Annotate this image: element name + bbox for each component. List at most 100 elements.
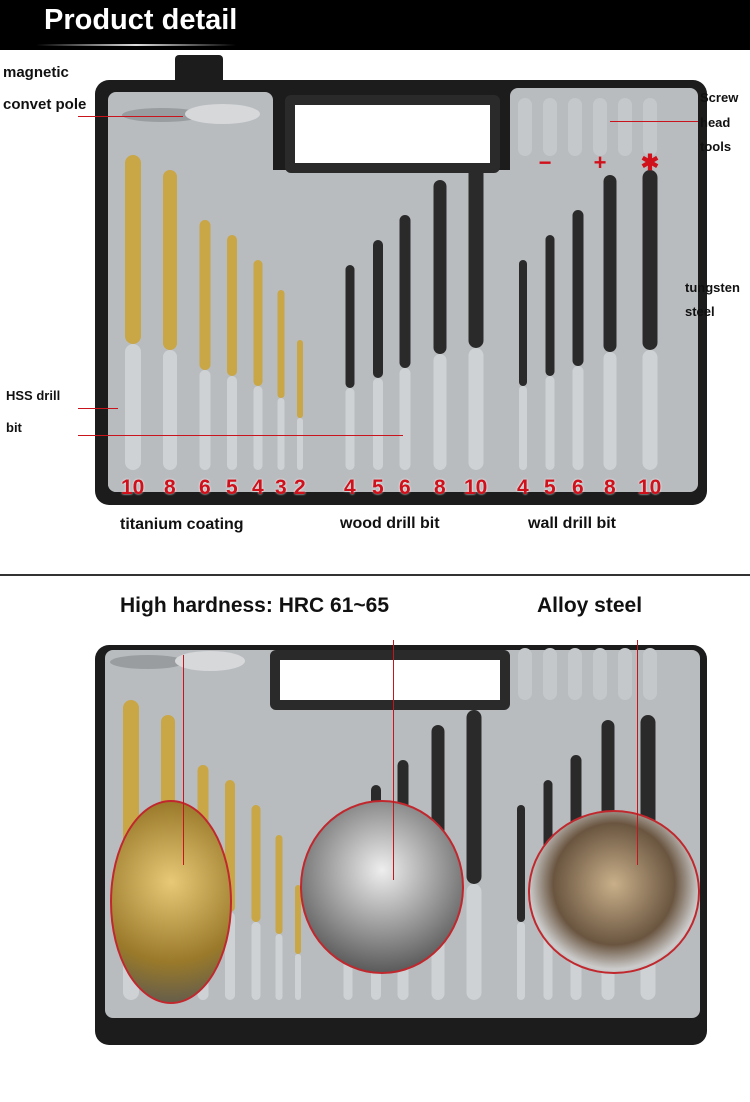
screw-type-symbol: − bbox=[539, 150, 552, 175]
size-number: 4 bbox=[252, 476, 264, 499]
label-tools: tools bbox=[700, 139, 732, 154]
drill-bit-flute bbox=[297, 340, 303, 418]
size-number: 4 bbox=[344, 476, 356, 499]
drill-bit-shank bbox=[433, 354, 447, 470]
size-number: 6 bbox=[399, 476, 411, 499]
label-alloy-steel: Alloy steel bbox=[537, 594, 643, 617]
pointer-line bbox=[78, 116, 183, 117]
drill-bit-shank bbox=[297, 418, 303, 470]
screw-type-symbol: + bbox=[594, 150, 607, 175]
drill-bit-shank bbox=[603, 352, 617, 470]
label-magnetic: magnetic bbox=[3, 64, 69, 81]
drill-bit-flute bbox=[163, 170, 177, 350]
page-title: Product detail bbox=[44, 4, 238, 36]
drill-bit-flute bbox=[603, 175, 617, 352]
label-screw: Screw bbox=[700, 90, 739, 105]
drill-bit-flute bbox=[275, 835, 283, 934]
label-wall-drill-bit: wall drill bit bbox=[528, 515, 617, 532]
label-head: head bbox=[700, 115, 731, 130]
title-underline bbox=[36, 44, 236, 46]
screw-bit bbox=[568, 648, 582, 700]
size-number: 3 bbox=[275, 476, 287, 499]
drill-bit-shank bbox=[125, 344, 141, 470]
drill-bit-shank bbox=[468, 348, 484, 470]
drill-bit-shank bbox=[163, 350, 177, 470]
size-number: 10 bbox=[638, 476, 662, 499]
drill-bit-flute bbox=[125, 155, 141, 344]
size-number: 8 bbox=[604, 476, 616, 499]
size-number: 5 bbox=[226, 476, 238, 499]
drill-bit-flute bbox=[517, 805, 525, 922]
pointer-line bbox=[610, 121, 698, 122]
label-steel: steel bbox=[685, 304, 715, 319]
size-number: 8 bbox=[434, 476, 446, 499]
drill-bit-flute bbox=[373, 240, 383, 378]
size-number: 8 bbox=[164, 476, 176, 499]
drill-bit-flute bbox=[466, 710, 482, 884]
drill-bit-shank bbox=[345, 388, 355, 470]
screw-bit bbox=[643, 98, 657, 156]
drill-bit-flute bbox=[227, 235, 237, 376]
magnetic-pole bbox=[110, 655, 185, 669]
label-wood-drill-bit: wood drill bit bbox=[340, 515, 440, 532]
screw-bit bbox=[618, 648, 632, 700]
zoom-circle-wood bbox=[300, 800, 464, 974]
pointer-line bbox=[637, 640, 638, 865]
drill-bit-flute bbox=[295, 885, 301, 954]
label-hss-drill: HSS drill bbox=[6, 388, 61, 403]
magnetic-pole-sleeve bbox=[175, 651, 245, 671]
size-number: 5 bbox=[544, 476, 556, 499]
drill-bit-shank bbox=[572, 366, 584, 470]
drill-bit-shank bbox=[399, 368, 411, 470]
drill-bit-flute bbox=[277, 290, 285, 398]
drill-bit-shank bbox=[199, 370, 211, 470]
screw-bit bbox=[543, 98, 557, 156]
drill-bit-flute bbox=[468, 165, 484, 348]
case-latch bbox=[175, 55, 223, 95]
drill-bit-shank bbox=[227, 376, 237, 470]
drill-bit-shank bbox=[253, 386, 263, 470]
case-window bbox=[285, 95, 500, 173]
screw-type-symbol: ✱ bbox=[641, 150, 659, 175]
label-tungsten: tungsten bbox=[685, 280, 740, 295]
header-bar: Product detail bbox=[0, 0, 750, 50]
pointer-line bbox=[183, 655, 184, 865]
label-titanium-coating: titanium coating bbox=[120, 516, 244, 533]
drill-bit-shank bbox=[373, 378, 383, 470]
drill-bit-shank bbox=[642, 350, 658, 470]
drill-bit-flute bbox=[345, 265, 355, 388]
drill-bit-shank bbox=[466, 884, 482, 1000]
screw-bit bbox=[618, 98, 632, 156]
drill-bit-shank bbox=[545, 376, 555, 470]
drill-bit-flute bbox=[253, 260, 263, 386]
drill-bit-shank bbox=[251, 922, 261, 1000]
screw-bit bbox=[643, 648, 657, 700]
pointer-line bbox=[393, 640, 394, 880]
size-number: 10 bbox=[121, 476, 145, 499]
size-number: 6 bbox=[199, 476, 211, 499]
drill-bit-flute bbox=[642, 170, 658, 350]
pointer-line bbox=[78, 408, 118, 409]
label-high-hardness: High hardness: HRC 61~65 bbox=[120, 594, 390, 617]
zoom-circle-titanium bbox=[110, 800, 232, 1004]
screw-bit bbox=[568, 98, 582, 156]
size-number: 5 bbox=[372, 476, 384, 499]
screw-bit bbox=[543, 648, 557, 700]
drill-bit-shank bbox=[275, 934, 283, 1000]
drill-bit-flute bbox=[545, 235, 555, 376]
drill-bit-flute bbox=[199, 220, 211, 370]
screw-bit bbox=[518, 648, 532, 700]
screw-bit bbox=[593, 648, 607, 700]
size-number: 10 bbox=[464, 476, 488, 499]
size-number: 2 bbox=[294, 476, 306, 499]
drill-bit-flute bbox=[399, 215, 411, 368]
section-divider bbox=[0, 574, 750, 576]
case-window-bottom bbox=[270, 650, 510, 710]
drill-bit-shank bbox=[517, 922, 525, 1000]
drill-bit-shank bbox=[519, 386, 527, 470]
zoom-circle-wall bbox=[528, 810, 700, 974]
drill-bit-shank bbox=[277, 398, 285, 470]
drill-bit-flute bbox=[519, 260, 527, 386]
drill-bit-flute bbox=[572, 210, 584, 366]
drill-bit-flute bbox=[251, 805, 261, 922]
